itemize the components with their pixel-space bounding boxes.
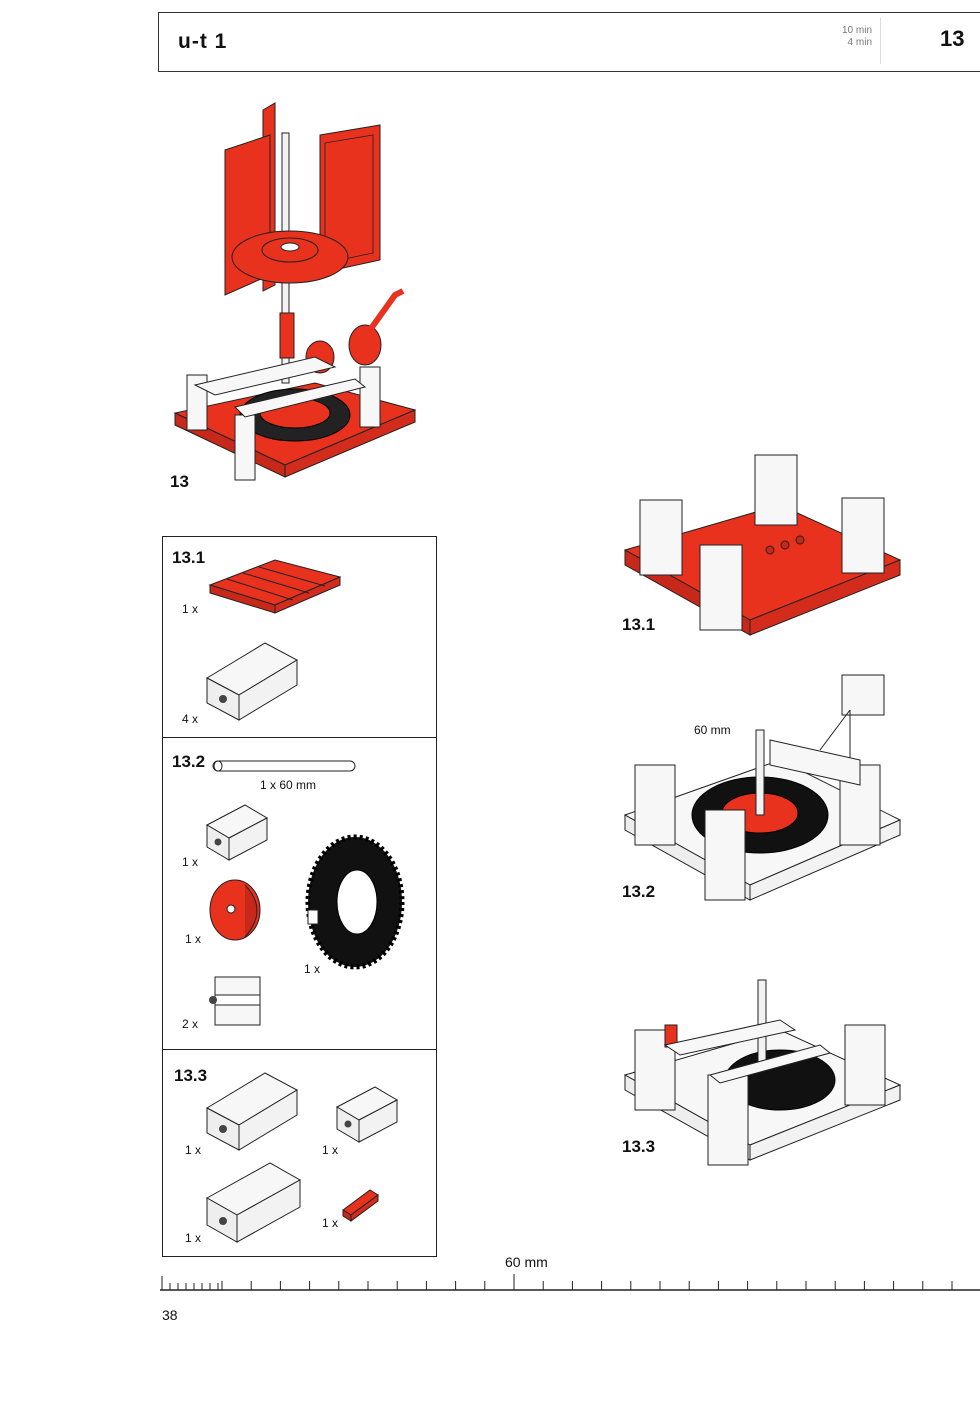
time-line-1: 10 min: [841, 25, 872, 36]
assembly-step-label: 13.3: [622, 1137, 656, 1156]
ruler-label: 60 mm: [505, 1254, 548, 1270]
assembly-step-label: 13.1: [622, 615, 656, 634]
time-estimate: 10 min 4 min: [800, 25, 872, 49]
building-block-part: [205, 804, 269, 861]
axle-length-label: 1 x 60 mm: [260, 778, 317, 792]
building-block-part: [205, 1072, 299, 1151]
parts-step-label: 13.2: [172, 752, 206, 771]
part-qty: 1 x: [322, 1216, 339, 1230]
block-with-clip-part: [209, 976, 261, 1026]
part-qty: 1 x: [182, 855, 199, 869]
axle-part: [212, 760, 356, 772]
part-qty: 1 x: [304, 962, 321, 976]
assembly-step-illustration: [623, 674, 902, 901]
part-qty: 1 x: [185, 932, 202, 946]
time-line-2: 4 min: [847, 37, 872, 48]
part-qty: 4 x: [182, 712, 199, 726]
main-figure-label: 13: [170, 472, 189, 491]
long-block-part: [205, 1162, 302, 1243]
assembly-step-illustration: [623, 979, 902, 1166]
windmill-illustration: [173, 102, 417, 481]
assembly-step-label: 13.2: [622, 882, 656, 901]
building-block-part: [205, 642, 299, 721]
part-qty: 1 x: [182, 602, 199, 616]
part-qty: 1 x: [185, 1143, 202, 1157]
step-number: 13: [940, 26, 965, 51]
header-bar: [158, 12, 980, 72]
red-clip-part: [342, 1189, 379, 1222]
part-qty: 1 x: [322, 1143, 339, 1157]
parts-step-label: 13.3: [174, 1066, 208, 1085]
measurement-ruler: [160, 1274, 980, 1291]
assembly-step-illustration: [623, 454, 902, 636]
dimension-label: 60 mm: [694, 723, 731, 737]
building-block-part: [335, 1086, 399, 1143]
part-qty: 2 x: [182, 1017, 199, 1031]
page-title: u-t 1: [178, 30, 228, 53]
header-divider: [880, 18, 881, 64]
gear-ring-part: [305, 834, 405, 970]
hub-part: [209, 879, 261, 941]
page-number: 38: [162, 1307, 178, 1323]
base-plate-part: [208, 559, 342, 614]
parts-step-label: 13.1: [172, 548, 206, 567]
parts-box-13-3: [162, 1049, 437, 1257]
part-qty: 1 x: [185, 1231, 202, 1245]
